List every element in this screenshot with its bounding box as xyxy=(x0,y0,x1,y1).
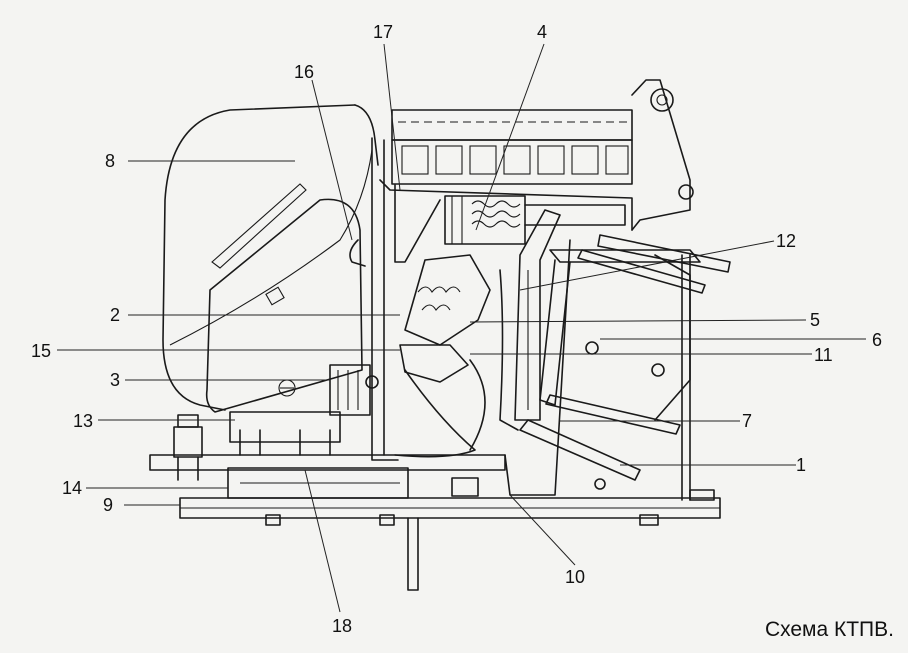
callout-11: 11 xyxy=(814,345,833,365)
callout-17: 17 xyxy=(373,22,393,42)
callout-5: 5 xyxy=(810,310,820,330)
callout-16: 16 xyxy=(294,62,314,82)
callout-8: 8 xyxy=(105,151,115,171)
contactor-drawing xyxy=(149,79,731,591)
callout-15: 15 xyxy=(31,341,51,361)
callout-2: 2 xyxy=(110,305,120,325)
callout-1: 1 xyxy=(796,455,806,475)
leader-lines xyxy=(57,43,866,613)
callout-13: 13 xyxy=(73,411,93,431)
callout-9: 9 xyxy=(103,495,113,515)
callout-4: 4 xyxy=(537,22,547,42)
callout-6: 6 xyxy=(872,330,882,350)
callout-7: 7 xyxy=(742,411,752,431)
callout-18: 18 xyxy=(332,616,352,636)
callout-14: 14 xyxy=(62,478,82,498)
callout-12: 12 xyxy=(776,231,796,251)
callout-labels: 1 2 3 4 5 6 7 8 9 10 11 12 13 14 15 16 1… xyxy=(31,22,882,636)
diagram-caption: Схема КТПВ. xyxy=(764,618,894,641)
callout-10: 10 xyxy=(565,567,585,587)
callout-3: 3 xyxy=(110,370,120,390)
